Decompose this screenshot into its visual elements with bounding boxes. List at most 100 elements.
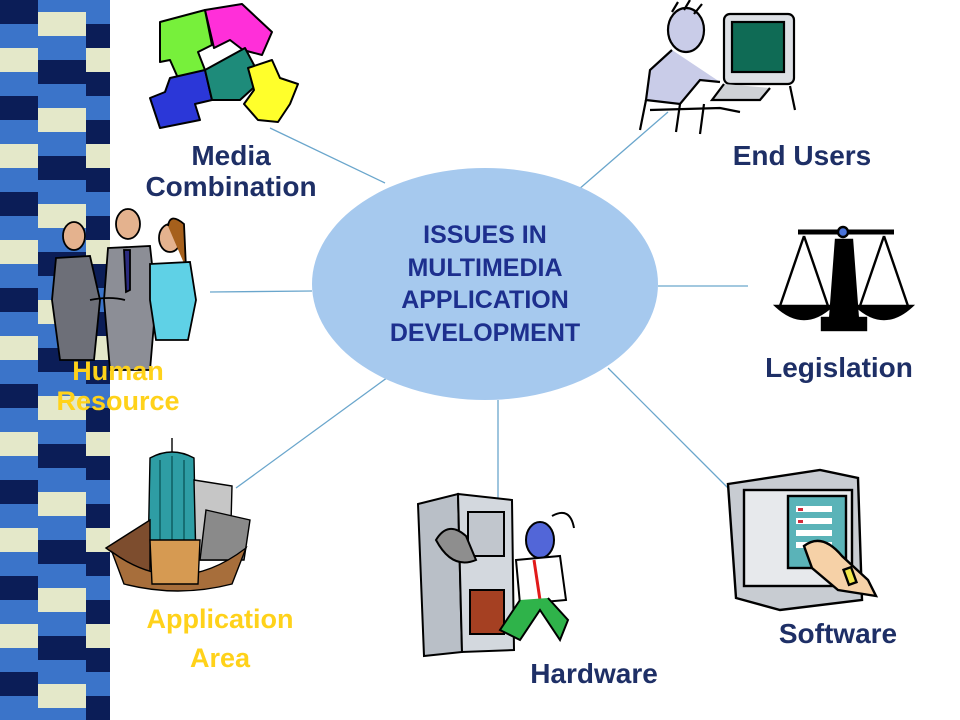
stripe-block	[38, 492, 86, 516]
label-human-resource: Human Resource	[38, 356, 198, 416]
stripe-block	[0, 216, 38, 240]
central-ellipse	[312, 168, 658, 400]
computer-user-icon	[638, 0, 797, 135]
puzzle-icon	[149, 3, 299, 129]
stripe-block	[0, 192, 38, 216]
stripe-block	[38, 12, 86, 36]
stripe-block	[38, 516, 86, 540]
stripe-block	[86, 408, 110, 432]
stripe-block	[0, 168, 38, 192]
stripe-block	[38, 180, 86, 204]
stripe-block	[38, 108, 86, 132]
stripe-block	[0, 696, 38, 720]
business-people-icon	[51, 208, 197, 371]
label-end-users: End Users	[732, 140, 872, 171]
connector-human	[209, 290, 313, 293]
stripe-block	[86, 144, 110, 168]
connector-media	[269, 127, 386, 184]
scales-icon	[772, 225, 916, 332]
stripe-block	[0, 144, 38, 168]
stripe-block	[38, 132, 86, 156]
center-title-line-1: ISSUES IN	[423, 221, 547, 249]
stripe-block	[0, 456, 38, 480]
center-title: ISSUES IN MULTIMEDIA APPLICATION DEVELOP…	[312, 168, 658, 400]
center-title-line-2: MULTIMEDIA	[407, 253, 563, 282]
label-media-line-1: Media	[191, 140, 271, 171]
stripe-block	[0, 360, 38, 384]
stripe-block	[86, 0, 110, 24]
label-application-line-1: Application	[146, 604, 294, 634]
stripe-block	[38, 468, 86, 492]
stripe-block	[0, 120, 38, 144]
stripe-block	[0, 576, 38, 600]
stripe-block	[0, 384, 38, 408]
hardware-tower-icon	[416, 492, 575, 658]
center-title-line-4: DEVELOPMENT	[389, 318, 581, 347]
buildings-icon	[104, 438, 251, 592]
stripe-block	[0, 432, 38, 456]
stripe-block	[0, 240, 38, 264]
stripe-block	[86, 648, 110, 672]
stripe-block	[86, 552, 110, 576]
stripe-block	[86, 48, 110, 72]
stripe-block	[86, 384, 110, 408]
stripe-block	[86, 504, 110, 528]
stripe-block	[38, 420, 86, 444]
connector-software	[607, 367, 729, 489]
stripe-block	[86, 192, 110, 216]
label-application-line-2: Area	[189, 643, 251, 674]
center-title-line-3: APPLICATION	[401, 286, 569, 314]
software-monitor-icon	[726, 468, 879, 612]
stripe-block	[38, 540, 86, 564]
stripe-block	[0, 480, 38, 504]
stripe-block	[86, 480, 110, 504]
stripe-block	[0, 408, 38, 432]
stripe-block	[0, 672, 38, 696]
stripe-block	[86, 696, 110, 720]
stripe-block	[86, 168, 110, 192]
stripe-block	[38, 660, 86, 684]
stripe-block	[38, 84, 86, 108]
label-legislation: Legislation	[765, 352, 913, 383]
stripe-block	[38, 372, 86, 396]
connector-lines	[209, 111, 748, 500]
stripe-block	[86, 72, 110, 96]
stripe-block	[0, 264, 38, 288]
stripe-block	[38, 564, 86, 588]
label-software: Software	[778, 618, 898, 649]
stripe-block	[0, 552, 38, 576]
stripe-block	[0, 504, 38, 528]
stripe-block	[86, 432, 110, 456]
connector-application	[235, 371, 396, 489]
stripe-block	[86, 672, 110, 696]
stripe-block	[38, 444, 86, 468]
stripe-block	[0, 600, 38, 624]
stripe-block	[0, 624, 38, 648]
label-human-line-1: Human	[72, 356, 164, 386]
stripe-block	[86, 576, 110, 600]
stripe-block	[0, 528, 38, 552]
stripe-block	[38, 684, 86, 708]
stripe-block	[86, 96, 110, 120]
label-media-line-2: Combination	[145, 171, 317, 203]
stripe-block	[38, 156, 86, 180]
stripe-block	[38, 636, 86, 660]
stripe-block	[38, 708, 86, 720]
stripe-block	[0, 24, 38, 48]
stripe-block	[86, 456, 110, 480]
label-application-area: Application Area	[120, 600, 320, 678]
stripe-block	[38, 612, 86, 636]
stripe-block	[0, 288, 38, 312]
stripe-block	[86, 120, 110, 144]
stripe-block	[86, 216, 110, 240]
label-media-combination: Media Combination	[128, 140, 334, 203]
label-human-line-2: Resource	[56, 386, 180, 417]
stripe-block	[86, 360, 110, 384]
stripe-block	[0, 96, 38, 120]
stripe-block	[0, 336, 38, 360]
stripe-block	[38, 60, 86, 84]
stripe-block	[86, 24, 110, 48]
stripe-block	[0, 48, 38, 72]
stripe-block	[38, 396, 86, 420]
